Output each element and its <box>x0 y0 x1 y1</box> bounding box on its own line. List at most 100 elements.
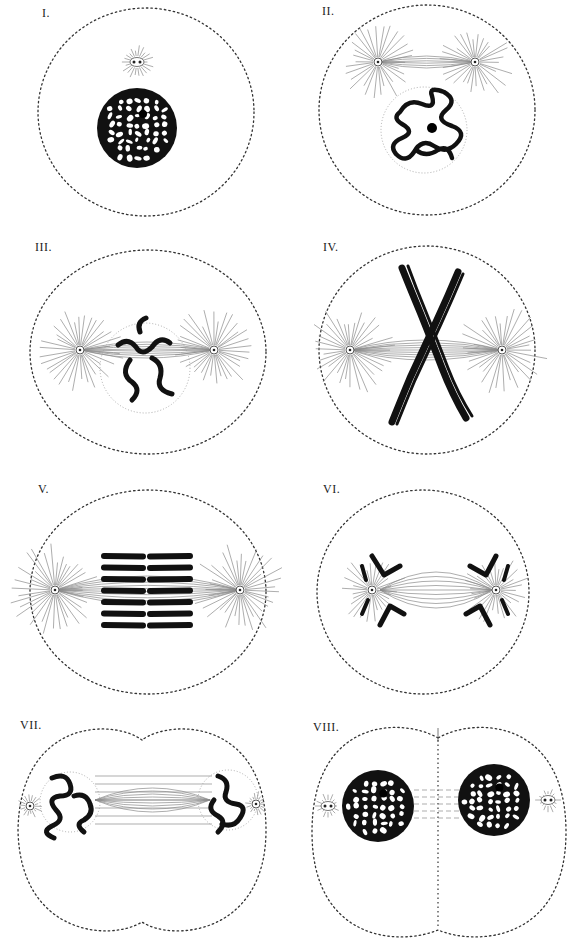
spindle-fibre <box>380 590 492 591</box>
chromosome <box>397 274 463 424</box>
spindle-fibre <box>380 590 492 599</box>
centrosome <box>368 586 376 594</box>
aster-ray <box>227 545 238 585</box>
aster-ray <box>460 34 472 57</box>
aster-ray <box>184 319 211 346</box>
nucleus <box>342 770 414 842</box>
centriole <box>79 349 82 352</box>
aster-ray <box>253 797 254 800</box>
chromatin-gap <box>378 812 387 820</box>
chromatin-gap <box>495 800 501 804</box>
aster-ray <box>489 355 500 393</box>
aster-ray <box>469 352 497 362</box>
chromosome <box>392 272 458 422</box>
chromatin-gap <box>487 791 496 799</box>
chromatin-gap <box>115 114 122 119</box>
aster-ray <box>135 51 137 56</box>
aster-ray <box>54 354 77 380</box>
aster-ray <box>468 350 497 353</box>
cell-plate <box>437 740 438 928</box>
aster-ray <box>479 353 498 367</box>
aster-ray <box>480 63 512 73</box>
centrosome <box>210 346 218 354</box>
aster-ray <box>123 65 132 71</box>
aster-ray <box>180 352 209 363</box>
aster-ray <box>59 568 83 587</box>
aster-ray <box>212 580 235 589</box>
aster-ray <box>18 801 25 804</box>
chromatin-gap <box>381 821 388 825</box>
aster-ray <box>374 594 382 609</box>
chromosome <box>150 565 190 572</box>
aster-ray <box>323 810 324 811</box>
chromatin-gap <box>137 146 143 150</box>
chromatin-gap <box>487 798 494 805</box>
chromatin-gap <box>143 98 149 104</box>
panel-numeral: I. <box>40 6 52 20</box>
aster-ray <box>242 594 253 616</box>
chromatin-gap <box>486 821 492 828</box>
centrosome <box>321 802 335 811</box>
aster-ray <box>475 67 477 86</box>
aster-ray <box>373 595 376 621</box>
nuclear-membrane <box>381 87 467 173</box>
aster-ray <box>351 313 361 346</box>
chromatin-gap <box>371 795 377 801</box>
aster-ray <box>375 594 386 607</box>
aster-ray <box>382 35 405 58</box>
aster-ray <box>56 557 63 585</box>
aster-ray <box>178 340 209 349</box>
spindle-remnant <box>414 818 460 819</box>
aster-ray <box>28 794 30 801</box>
aster-ray <box>180 325 210 347</box>
aster-ray <box>507 345 529 349</box>
aster-ray <box>195 591 235 603</box>
chromosome <box>104 611 143 618</box>
spindle-fibre <box>95 800 210 806</box>
chromatin-gap <box>160 114 167 120</box>
aster-ray <box>82 355 95 388</box>
chromatin-gap <box>116 122 122 127</box>
aster-ray <box>244 574 261 587</box>
aster-ray <box>180 336 209 348</box>
chromatin-gap <box>496 774 503 780</box>
aster-ray <box>225 595 238 628</box>
aster-ray <box>59 572 85 587</box>
centriole <box>544 799 547 802</box>
spindle-fibre <box>55 585 240 590</box>
aster-ray <box>502 355 504 391</box>
chromatin-gap <box>361 789 369 794</box>
centrosome <box>252 800 260 808</box>
aster-ray <box>130 54 133 58</box>
aster-ray <box>506 325 533 346</box>
aster-ray <box>332 800 334 802</box>
aster-ray <box>219 350 249 352</box>
aster-ray <box>500 569 518 586</box>
chromatin-gap <box>107 112 113 120</box>
aster-ray <box>323 812 325 817</box>
aster-ray <box>353 354 374 375</box>
aster-ray <box>245 587 275 590</box>
aster-ray <box>500 323 502 345</box>
chromatin-gap <box>398 820 405 826</box>
aster-ray <box>261 801 265 803</box>
aster-ray <box>352 42 374 59</box>
chromatin-gap <box>372 804 378 809</box>
chromosome <box>502 600 508 614</box>
chromatin-gap <box>495 805 500 813</box>
division-mark <box>438 728 439 742</box>
chromatin-gap <box>470 783 476 789</box>
spindle-fibre <box>55 590 240 604</box>
aster-ray <box>544 806 546 811</box>
chromatin-gap <box>461 799 468 805</box>
aster-ray <box>21 808 25 810</box>
chromatin-gap <box>144 128 150 135</box>
chromatin-gap <box>118 99 124 104</box>
aster-ray <box>383 55 412 61</box>
chromatin-gap <box>379 780 387 787</box>
aster-ray <box>353 591 367 594</box>
spindle-fibre <box>378 62 475 63</box>
aster-ray <box>322 800 324 802</box>
chromatin-gap <box>161 107 169 114</box>
